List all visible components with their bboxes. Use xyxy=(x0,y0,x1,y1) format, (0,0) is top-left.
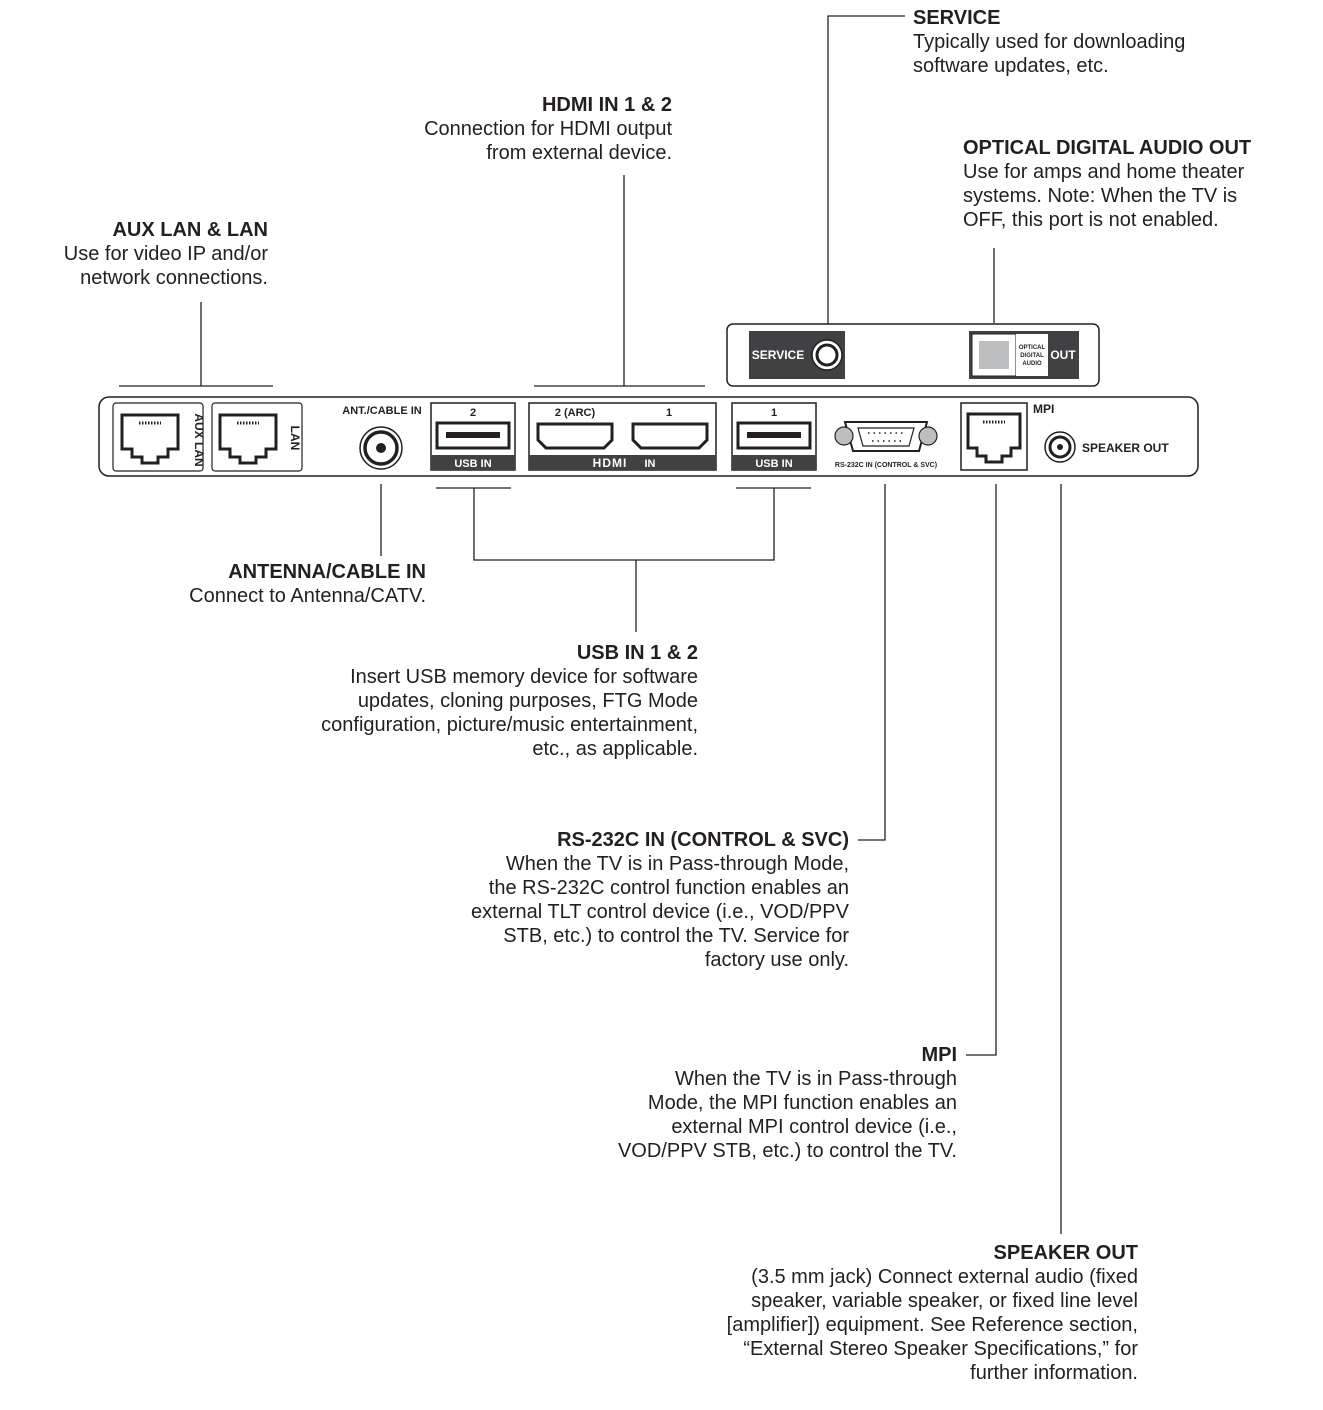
rs232-screw-right xyxy=(918,426,938,446)
service-leader xyxy=(827,15,905,331)
optical-label-line-2: DIGITAL xyxy=(1020,353,1044,359)
usb2-in-label: USB IN xyxy=(454,458,491,470)
hdmi1-port-icon xyxy=(631,422,709,450)
antenna-callout: ANTENNA/CABLE IN Connect to Antenna/CATV… xyxy=(189,560,426,608)
speaker-out-jack-ring xyxy=(1048,435,1072,459)
mpi-leader xyxy=(966,484,997,1056)
usb2-number: 2 xyxy=(470,407,476,419)
hdmi-callout-title: HDMI IN 1 & 2 xyxy=(541,94,672,116)
hdmi-logo: HDMI xyxy=(593,456,628,470)
service-callout-title: SERVICE xyxy=(913,7,1001,29)
optical-label-line-1: OPTICAL xyxy=(1019,345,1046,351)
rs232-leader xyxy=(858,484,886,841)
usb2-port-icon xyxy=(435,421,511,450)
optical-callout: OPTICAL DIGITAL AUDIO OUT Use for amps a… xyxy=(963,136,1251,232)
rs232-callout: RS-232C IN (CONTROL & SVC) When the TV i… xyxy=(471,828,849,972)
antenna-callout-desc: Connect to Antenna/CATV. xyxy=(189,585,426,607)
aux-lan-port-label: AUX LAN xyxy=(192,413,206,466)
mpi-callout: MPI When the TV is in Pass-through Mode,… xyxy=(618,1043,957,1163)
service-callout: SERVICE Typically used for downloading s… xyxy=(913,6,1185,78)
hdmi-callout: HDMI IN 1 & 2 Connection for HDMI output… xyxy=(424,93,672,165)
speaker-out-jack-pin xyxy=(1057,444,1063,450)
ant-cable-in-label: ANT./CABLE IN xyxy=(342,405,422,417)
usb1-port-icon xyxy=(736,421,812,450)
hdmi-label-bar xyxy=(529,455,716,470)
rs232-port-icon xyxy=(843,421,929,452)
rs232-port-label: RS-232C IN (CONTROL & SVC) xyxy=(835,462,937,469)
usb1-port-tongue xyxy=(747,432,801,438)
speaker-callout-title: SPEAKER OUT xyxy=(993,1242,1138,1264)
auxlan-callout-desc: Use for video IP and/or network connecti… xyxy=(63,243,268,289)
mpi-port-icon xyxy=(966,412,1022,464)
mpi-callout-title: MPI xyxy=(921,1044,957,1066)
usb1-number: 1 xyxy=(771,407,777,419)
speaker-callout: SPEAKER OUT (3.5 mm jack) Connect extern… xyxy=(727,1241,1138,1385)
usb1-label-bar xyxy=(732,455,816,470)
hdmi-callout-desc: Connection for HDMI output from external… xyxy=(424,118,672,164)
lan-port-label: LAN xyxy=(288,426,302,451)
optical-callout-desc: Use for amps and home theater systems. N… xyxy=(963,161,1245,231)
usb-connector xyxy=(473,488,775,561)
service-jack-ring xyxy=(815,343,839,367)
optical-label-box xyxy=(1016,334,1048,376)
service-port-label: SERVICE xyxy=(752,348,804,362)
rs232-screw-left xyxy=(834,426,854,446)
rs232-port-inner xyxy=(857,427,915,447)
service-optical-panel: SERVICE OPTICAL DIGITAL AUDIO OUT xyxy=(726,323,1100,387)
main-connection-panel: AUX LAN LAN ANT./CABLE IN 2 USB IN 2 (AR… xyxy=(98,396,1199,477)
antenna-jack-ring xyxy=(363,430,399,466)
aux-lan-housing xyxy=(112,402,204,472)
mpi-callout-desc: When the TV is in Pass-through Mode, the… xyxy=(617,1068,957,1162)
rs232-callout-desc: When the TV is in Pass-through Mode, the… xyxy=(471,853,849,971)
optical-callout-title: OPTICAL DIGITAL AUDIO OUT xyxy=(963,137,1252,159)
rs232-pins xyxy=(868,432,905,442)
hdmi2-number: 2 (ARC) xyxy=(555,407,596,419)
auxlan-callout-title: AUX LAN & LAN xyxy=(112,219,268,241)
usb-callout: USB IN 1 & 2 Insert USB memory device fo… xyxy=(321,641,698,761)
lan-port-icon xyxy=(218,413,278,465)
hdmi1-number: 1 xyxy=(666,407,672,419)
lan-housing xyxy=(211,402,303,472)
usb1-in-label: USB IN xyxy=(755,458,792,470)
hdmi-in-label: IN xyxy=(645,458,656,470)
auxlan-callout: AUX LAN & LAN Use for video IP and/or ne… xyxy=(64,218,268,290)
mpi-port-label: MPI xyxy=(1033,402,1054,416)
antenna-jack-pin xyxy=(376,443,386,453)
optical-label-line-3: AUDIO xyxy=(1022,361,1042,367)
usb2-label-bar xyxy=(431,455,515,470)
usb2-port-tongue xyxy=(446,432,500,438)
usb-callout-desc: Insert USB memory device for software up… xyxy=(321,666,698,760)
antenna-callout-title: ANTENNA/CABLE IN xyxy=(228,561,426,583)
optical-out-label: OUT xyxy=(1050,348,1076,362)
rs232-callout-title: RS-232C IN (CONTROL & SVC) xyxy=(557,829,849,851)
optical-port-icon xyxy=(979,341,1009,369)
speaker-callout-desc: (3.5 mm jack) Connect external audio (fi… xyxy=(726,1266,1138,1384)
hdmi2-port-icon xyxy=(536,422,614,450)
leader-lines xyxy=(119,15,1062,1234)
service-callout-desc: Typically used for downloading software … xyxy=(913,31,1186,77)
aux-lan-port-icon xyxy=(120,413,180,465)
speaker-out-port-label: SPEAKER OUT xyxy=(1082,441,1169,455)
usb-callout-title: USB IN 1 & 2 xyxy=(576,642,698,664)
